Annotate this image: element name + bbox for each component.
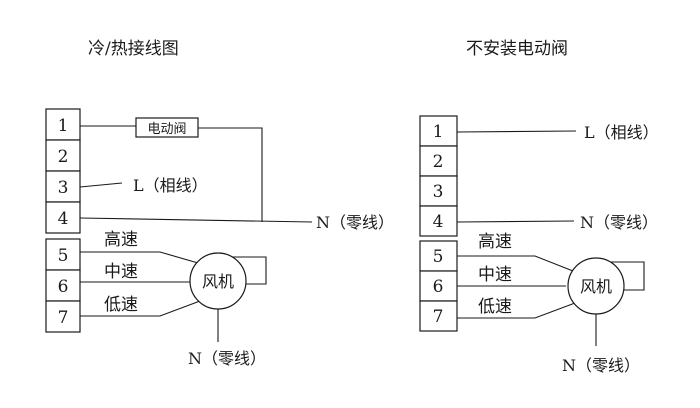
terminal-block: 1 2 3 4 5 6 7 (419, 115, 458, 332)
terminal-number: 4 (433, 212, 444, 232)
terminal-7 (419, 300, 458, 332)
terminal-4 (419, 205, 458, 237)
terminal-number: 2 (433, 152, 444, 172)
diagram-cooling-heating: 冷/热接线图 1 2 3 4 5 6 7 电动阀 L（相线） N（零线） (45, 39, 394, 368)
terminal-number: 7 (433, 307, 444, 327)
terminal-number: 1 (433, 122, 444, 142)
terminal-number: 6 (433, 277, 444, 297)
wire-valve-return (198, 127, 263, 222)
wire-speed-high (80, 251, 199, 264)
terminal-number: 5 (58, 246, 69, 266)
speed-high-label: 高速 (478, 232, 512, 252)
neutral-label: N（零线） (316, 213, 394, 232)
fan-housing (597, 261, 645, 291)
fan-housing (219, 256, 267, 285)
fan-neutral-label: N（零线） (188, 349, 266, 368)
speed-low-label: 低速 (104, 295, 138, 315)
wire-live (456, 130, 577, 133)
speed-low-label: 低速 (478, 297, 512, 317)
diagram-title: 冷/热接线图 (88, 39, 179, 59)
speed-medium-label: 中速 (478, 265, 512, 285)
terminal-number: 5 (433, 247, 444, 267)
fan-neutral-label: N（零线） (562, 356, 640, 375)
wire-live (79, 182, 123, 188)
wire-neutral (79, 217, 313, 223)
terminal-number: 4 (58, 209, 69, 229)
neutral-label: N（零线） (580, 213, 658, 232)
terminal-number: 6 (58, 277, 69, 297)
terminal-number: 3 (58, 178, 69, 198)
fan-label: 风机 (580, 277, 612, 296)
live-label: L（相线） (584, 123, 659, 142)
terminal-6 (45, 269, 81, 302)
live-label: L（相线） (133, 176, 208, 195)
terminal-number: 3 (433, 182, 444, 202)
speed-high-label: 高速 (104, 230, 138, 250)
terminal-number: 2 (58, 147, 69, 167)
terminal-4 (45, 201, 81, 234)
terminal-7 (45, 300, 81, 333)
diagram-title: 不安装电动阀 (466, 39, 568, 59)
valve-label: 电动阀 (147, 122, 186, 137)
terminal-number: 1 (58, 116, 69, 136)
terminal-1 (45, 108, 81, 141)
speed-medium-label: 中速 (104, 262, 138, 282)
terminal-2 (419, 145, 458, 177)
terminal-3 (419, 175, 458, 207)
wire-speed-low (80, 300, 201, 317)
diagram-no-valve: 不安装电动阀 1 2 3 4 5 6 7 L（相线） N（零线） 高速 中速 低… (419, 39, 659, 375)
wire-speed-low (457, 302, 576, 319)
wire-speed-high (457, 255, 574, 272)
terminal-block: 1 2 3 4 5 6 7 (45, 108, 81, 333)
wire-neutral (456, 220, 575, 223)
fan-label: 风机 (202, 272, 234, 291)
terminal-number: 7 (58, 308, 69, 328)
